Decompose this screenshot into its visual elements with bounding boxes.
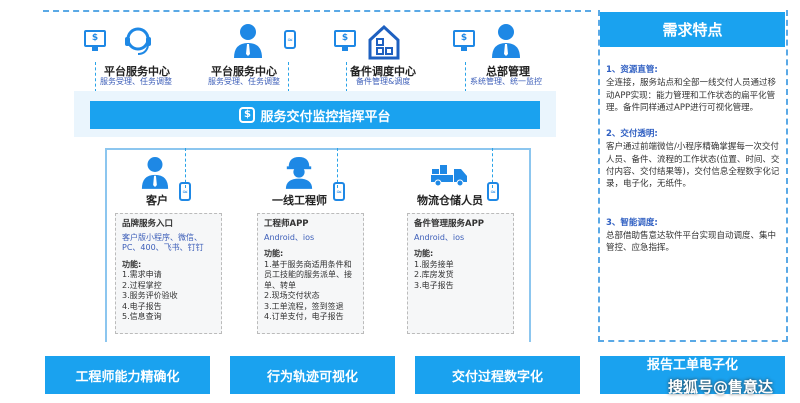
card-title: 工程师APP	[264, 219, 309, 229]
features-title: 需求特点	[600, 12, 785, 47]
customer-icon	[141, 157, 169, 189]
center-subtitle: 服务受理、任务调整	[208, 77, 280, 86]
platform-bar: $ 服务交付监控指挥平台	[90, 101, 540, 129]
card-title: 品牌服务入口	[122, 219, 174, 229]
feature-body: 客户通过前端微信/小程序精确掌握每一次交付人员、备件、流程的工作状态(位置、时间…	[606, 142, 780, 190]
banner-engineer-capability: 工程师能力精确化	[45, 356, 210, 394]
func-label: 功能:	[264, 249, 284, 258]
role-name: 一线工程师	[272, 194, 327, 207]
center-title: 备件调度中心	[350, 65, 416, 78]
center-title: 总部管理	[486, 65, 530, 78]
mobile-wifi-icon: ≈	[487, 182, 499, 201]
card-title: 备件管理服务APP	[414, 219, 485, 229]
func-item: 4.电子报告	[122, 301, 162, 311]
func-label: 功能:	[414, 249, 434, 258]
logistics-card: 备件管理服务APP Android、ios 功能: 1.服务接单 2.库房发货 …	[407, 213, 514, 334]
delivery-truck-icon	[431, 165, 467, 187]
func-item: 3.工单流程，签到签退	[264, 301, 344, 311]
center-title: 平台服务中心	[211, 65, 277, 78]
monitor-icon: $	[453, 30, 475, 51]
func-item: 1.需求申请	[122, 270, 162, 279]
platform-title: 服务交付监控指挥平台	[260, 109, 391, 125]
feature-title: 1、资源直管:	[606, 65, 658, 75]
card-platforms: Android、ios	[414, 232, 465, 242]
feature-title: 2、交付透明:	[606, 129, 658, 140]
engineer-card: 工程师APP Android、ios 功能: 1.基于服务商适用条件和员工技能的…	[257, 213, 364, 334]
platform-logo-icon: $	[239, 107, 256, 123]
mobile-wifi-icon: ≈	[284, 30, 296, 49]
center-subtitle: 备件管理&调度	[356, 77, 411, 86]
center-subtitle: 系统管理、统一监控	[470, 77, 542, 86]
feature-body: 全连接，服务站点和全部一线交付人员通过移动APP实现：能力管理和工作状态的扁平化…	[606, 78, 777, 113]
func-item: 5.信息查询	[122, 312, 162, 321]
features-list: 1、资源直管: 全连接，服务站点和全部一线交付人员通过移动APP实现：能力管理和…	[606, 64, 781, 269]
center-subtitle: 服务受理、任务调整	[100, 77, 172, 86]
func-item: 1.基于服务商适用条件和员工技能的服务派单、接单、转单	[264, 259, 352, 290]
manager-icon	[234, 24, 262, 58]
monitor-icon: $	[84, 30, 106, 51]
mobile-wifi-icon: ≈	[179, 182, 191, 201]
func-item: 1.服务接单	[414, 259, 454, 269]
card-platforms: 客户版小程序、微信、PC、400、飞书、钉钉	[122, 232, 204, 253]
func-label: 功能:	[122, 259, 142, 269]
func-item: 2.现场交付状态	[264, 291, 320, 300]
warehouse-icon	[368, 24, 400, 60]
role-name: 客户	[146, 194, 168, 207]
watermark: 搜狐号@售意达	[668, 378, 774, 396]
func-item: 3.电子报告	[414, 280, 454, 290]
features-panel	[598, 10, 788, 342]
card-platforms: Android、ios	[264, 232, 315, 242]
role-name: 物流仓储人员	[417, 194, 483, 207]
banner-report-electronic: 报告工单电子化	[600, 356, 785, 394]
roles-frame	[105, 148, 531, 342]
monitor-icon: $	[334, 30, 356, 51]
banner-delivery-digital: 交付过程数字化	[415, 356, 580, 394]
func-item: 2.过程掌控	[122, 280, 162, 290]
mobile-wifi-icon: ≈	[333, 182, 345, 201]
func-item: 3.服务评价验收	[122, 291, 178, 300]
func-item: 2.库房发货	[414, 270, 454, 279]
center-title: 平台服务中心	[104, 65, 170, 78]
executive-icon	[492, 24, 520, 58]
feature-body: 总部借助售意达软件平台实现自动调度、集中管控、应急指挥。	[606, 230, 777, 254]
headset-agent-icon	[125, 27, 151, 55]
feature-title: 3、智能调度:	[606, 217, 658, 228]
banner-behavior-track: 行为轨迹可视化	[230, 356, 395, 394]
func-item: 4.订单支付，电子报告	[264, 312, 344, 321]
architecture-frame	[43, 10, 591, 342]
engineer-hardhat-icon	[285, 157, 313, 189]
customer-card: 品牌服务入口 客户版小程序、微信、PC、400、飞书、钉钉 功能: 1.需求申请…	[115, 213, 222, 334]
